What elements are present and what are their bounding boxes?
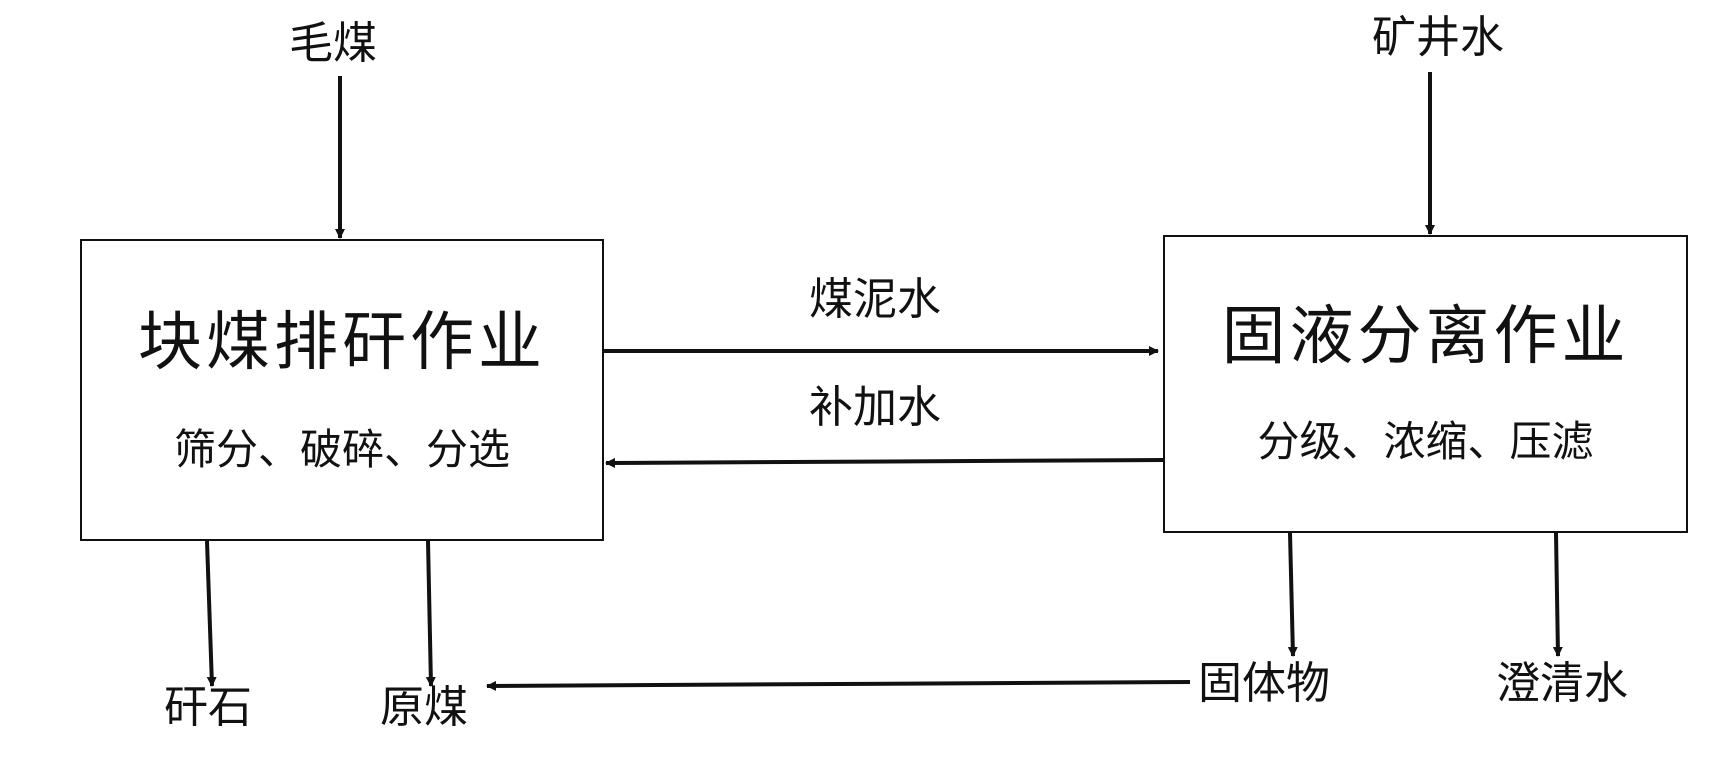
output-clarified-water-label: 澄清水 bbox=[1496, 658, 1628, 709]
output-gangue-label: 矸石 bbox=[164, 682, 252, 733]
lump-coal-gangue-removal-box: 块煤排矸作业 筛分、破碎、分选 bbox=[80, 239, 604, 541]
input-mine-water-label: 矿井水 bbox=[1372, 12, 1504, 63]
arrow-makeup-water bbox=[605, 457, 1164, 468]
solid-liquid-box-subtitle: 分级、浓缩、压滤 bbox=[1257, 417, 1594, 466]
input-raw-coal-label: 毛煤 bbox=[289, 18, 377, 69]
slime-water-label: 煤泥水 bbox=[809, 274, 941, 325]
makeup-water-label: 补加水 bbox=[809, 382, 941, 433]
arrow-solids-out bbox=[1287, 532, 1298, 657]
arrow-clarified-out bbox=[1552, 532, 1563, 657]
arrow-solids-to-coal bbox=[486, 680, 1191, 691]
solid-liquid-separation-box: 固液分离作业 分级、浓缩、压滤 bbox=[1163, 235, 1688, 533]
output-solids-label: 固体物 bbox=[1198, 658, 1330, 709]
output-coal-label: 原煤 bbox=[380, 682, 468, 733]
arrow-coal-out bbox=[425, 540, 436, 687]
lump-coal-box-subtitle: 筛分、破碎、分选 bbox=[173, 425, 510, 474]
arrow-gangue-out bbox=[205, 540, 217, 687]
lump-coal-box-title: 块煤排矸作业 bbox=[138, 306, 546, 380]
solid-liquid-box-title: 固液分离作业 bbox=[1221, 300, 1630, 374]
